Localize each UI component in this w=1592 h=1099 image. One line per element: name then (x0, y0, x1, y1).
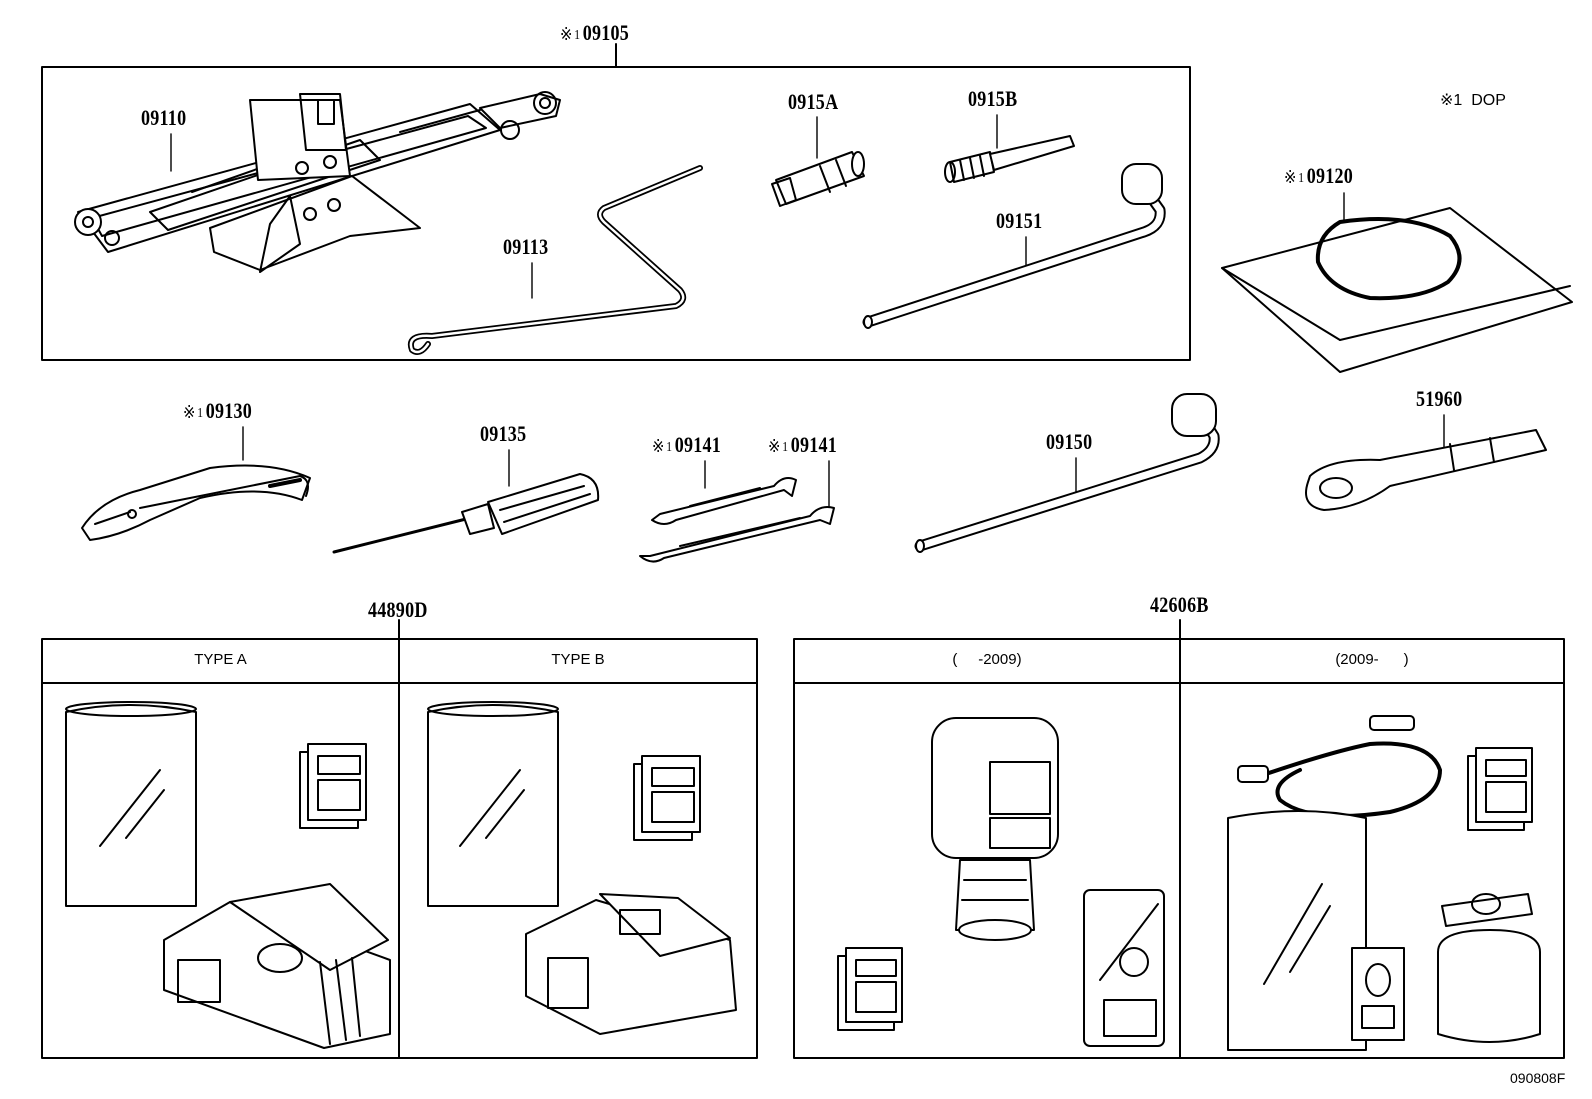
pliers-drawing (81, 464, 311, 541)
group-label-repair-kit-b: 42606B (1150, 592, 1209, 617)
lug-wrench-drawing (914, 393, 1220, 553)
jack-drawing (74, 91, 561, 273)
type-b-drawing (427, 701, 737, 1035)
kit-from-2009-drawing (1227, 715, 1541, 1051)
kit-to-2009-drawing (837, 717, 1165, 1047)
part-label-screwdriver: 09135 (480, 421, 527, 446)
panel-header-type-a: TYPE A (194, 651, 247, 668)
legend-note: ※1 DOP (1440, 92, 1506, 109)
leader-lines (170, 114, 1445, 511)
part-label-jack: 09110 (141, 105, 187, 130)
reference-code: 090808F (1510, 1070, 1566, 1086)
adapter-drawing (944, 135, 1075, 183)
part-label-jack-handle: 09113 (503, 234, 549, 259)
part-label-wrench-small: 09151 (996, 208, 1043, 233)
towing-eye-drawing (1305, 429, 1547, 511)
part-label-extension: 0915A (788, 89, 839, 114)
part-label-adapter: 0915B (968, 86, 1018, 111)
jack-handle-drawing (408, 165, 703, 355)
extension-drawing (771, 151, 865, 207)
panel-header-type-b: TYPE B (551, 651, 605, 668)
screwdriver-drawing (332, 473, 600, 554)
spanners-drawing (639, 477, 835, 563)
part-label-lug-wrench: 09150 (1046, 429, 1093, 454)
panel-header-year-to: ( -2009) (952, 651, 1022, 668)
group-label-repair-kit-a: 44890D (368, 597, 428, 622)
type-a-drawing (65, 701, 391, 1049)
part-label-towing-eye: 51960 (1416, 386, 1463, 411)
tool-bag-drawing (1221, 207, 1573, 373)
wrench-small-drawing (862, 163, 1166, 329)
panel-header-year-from: (2009- ) (1335, 651, 1409, 668)
